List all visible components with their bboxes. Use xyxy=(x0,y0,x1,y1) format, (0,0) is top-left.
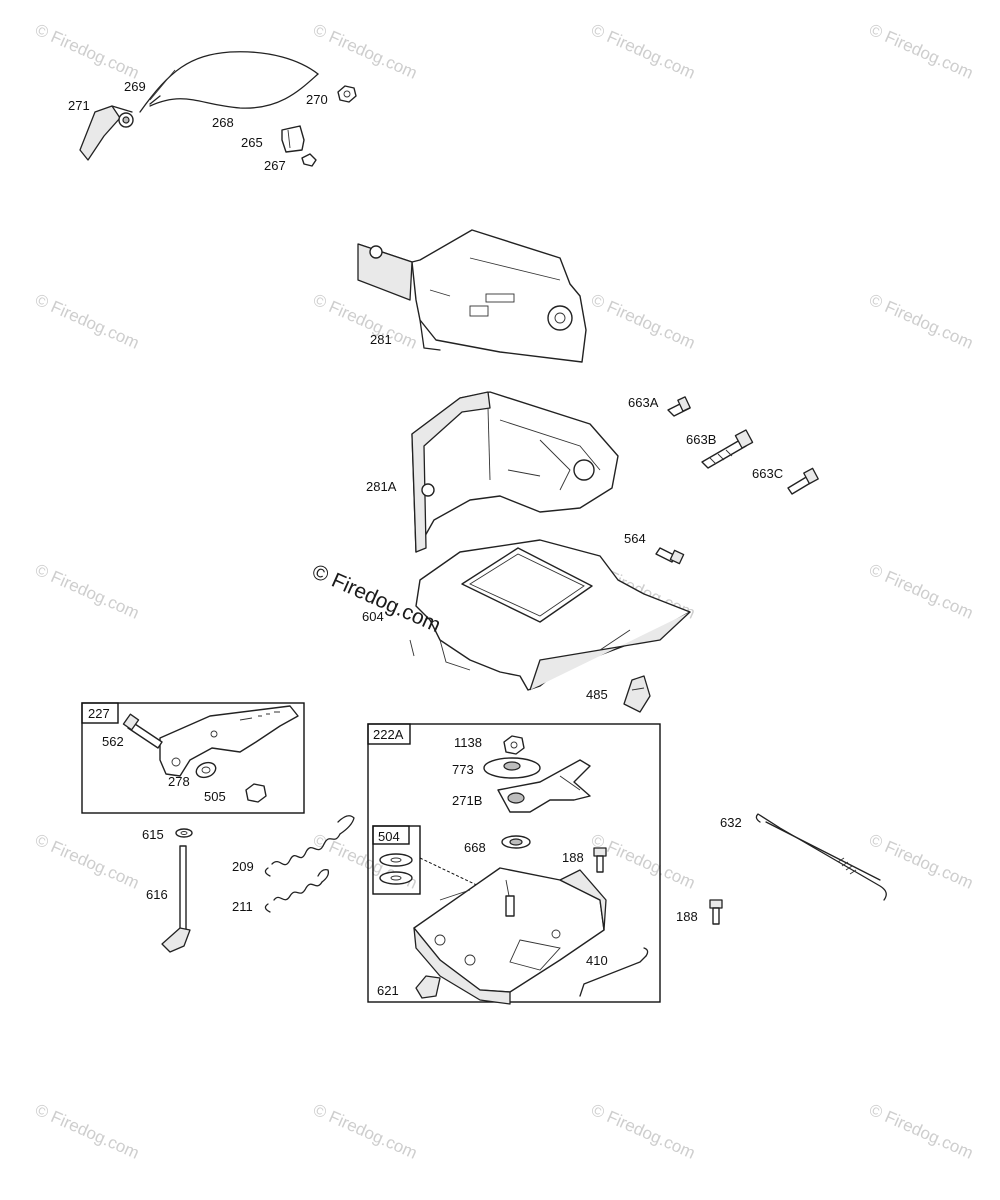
link-410 xyxy=(579,947,649,997)
nut-505 xyxy=(245,783,267,803)
screw-663A xyxy=(667,396,691,417)
washers-504 xyxy=(379,853,413,885)
box-222A xyxy=(367,723,661,1003)
callout-271: 271 xyxy=(68,98,90,113)
callout-485: 485 xyxy=(586,687,608,702)
callout-615: 615 xyxy=(142,827,164,842)
governor-lever-227 xyxy=(159,705,299,777)
bracket-281 xyxy=(357,229,587,363)
callout-621: 621 xyxy=(377,983,399,998)
callout-270: 270 xyxy=(306,92,328,107)
washer-278 xyxy=(195,761,217,779)
callout-505: 505 xyxy=(204,789,226,804)
nut-1138 xyxy=(503,735,525,755)
callout-269: 269 xyxy=(124,79,146,94)
callout-663B: 663B xyxy=(686,432,717,447)
lever-271B xyxy=(497,759,591,813)
screw-663B xyxy=(701,429,754,469)
callout-604: 604 xyxy=(362,609,384,624)
control-bracket-222A xyxy=(413,867,607,1005)
clip-621 xyxy=(415,975,441,999)
callout-410: 410 xyxy=(586,953,608,968)
link-632 xyxy=(755,813,887,901)
clamp-265 xyxy=(281,125,305,153)
callout-562: 562 xyxy=(102,734,124,749)
shaft-616 xyxy=(161,845,191,953)
callout-209: 209 xyxy=(232,859,254,874)
plate-773 xyxy=(483,757,541,779)
screw-267 xyxy=(301,153,317,167)
callout-564: 564 xyxy=(624,531,646,546)
spring-209 xyxy=(264,815,355,877)
callout-268: 268 xyxy=(212,115,234,130)
callout-663A: 663A xyxy=(628,395,659,410)
screw-564 xyxy=(655,547,685,565)
clip-485 xyxy=(623,675,651,713)
box-227-tag xyxy=(81,702,119,724)
callout-211: 211 xyxy=(232,899,253,914)
shroud-281A xyxy=(411,391,619,553)
screw-663C xyxy=(787,467,819,495)
spring-211 xyxy=(264,868,330,913)
callout-271B: 271B xyxy=(452,793,483,808)
box-label-222A: 222A xyxy=(373,727,404,742)
callout-616: 616 xyxy=(146,887,168,902)
callout-265: 265 xyxy=(241,135,263,150)
callout-632: 632 xyxy=(720,815,742,830)
callout-281: 281 xyxy=(370,332,392,347)
washer-615 xyxy=(175,828,193,838)
callout-278: 278 xyxy=(168,774,190,789)
box-222A-tag xyxy=(367,723,411,745)
screw-188-b xyxy=(709,899,723,925)
bushing-668 xyxy=(501,835,531,849)
nut-270 xyxy=(337,85,357,103)
callout-1138: 1138 xyxy=(454,735,482,750)
callout-188-a: 188 xyxy=(562,850,584,865)
callout-773: 773 xyxy=(452,762,474,777)
box-label-227: 227 xyxy=(88,706,110,721)
cable-268 xyxy=(139,51,319,113)
box-label-504: 504 xyxy=(378,829,400,844)
screw-188-a xyxy=(593,847,607,873)
callout-668: 668 xyxy=(464,840,486,855)
callout-267: 267 xyxy=(264,158,286,173)
callout-663C: 663C xyxy=(752,466,784,481)
cover-604 xyxy=(409,539,691,691)
throttle-lever-271 xyxy=(79,105,134,161)
bolt-562 xyxy=(122,713,163,749)
box-227 xyxy=(81,702,305,814)
callout-281A: 281A xyxy=(366,479,397,494)
box-504-tag xyxy=(372,825,410,845)
callout-188-b: 188 xyxy=(676,909,698,924)
